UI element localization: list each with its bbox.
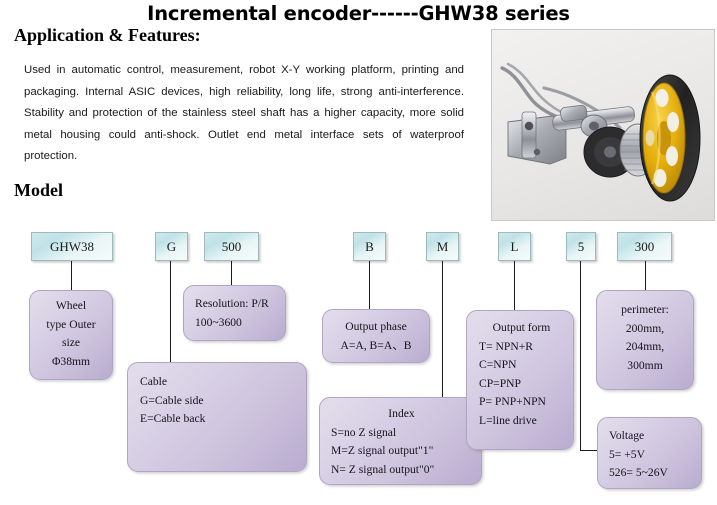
output-form-line-3: CP=PNP	[479, 376, 521, 390]
encoder-illustration	[500, 62, 701, 202]
voltage-line-3: 526= 5~26V	[609, 466, 668, 479]
resolution-line-2: 100~3600	[195, 315, 242, 329]
connector-g	[170, 261, 172, 372]
output-form-line-4: P= PNP+NPN	[479, 395, 546, 408]
desc-box-wheel-type: Wheel type Outer size Φ38mm	[29, 290, 113, 380]
index-line-3: N= Z signal output"0"	[331, 462, 435, 476]
code-box-5[interactable]: 5	[566, 232, 596, 261]
output-phase-line-1: A=A, B=A、B	[340, 338, 412, 352]
connector-b	[369, 261, 371, 311]
desc-box-output-form: Output form T= NPN+R C=NPN CP=PNP P= PNP…	[466, 310, 574, 450]
desc-box-voltage: Voltage 5= +5V 526= 5~26V	[597, 417, 702, 489]
connector-m	[442, 261, 444, 399]
perimeter-line-1: perimeter:	[621, 303, 669, 316]
model-code-diagram: GHW38 G 500 B M L 5 300 Wheel type Outer…	[0, 210, 717, 505]
connector-l	[514, 261, 516, 312]
desc-box-index: Index S=no Z signal M=Z signal output"1"…	[319, 397, 482, 485]
perimeter-line-3: 204mm,	[625, 340, 665, 353]
code-box-l[interactable]: L	[498, 232, 531, 261]
code-box-m[interactable]: M	[426, 232, 459, 261]
index-line-2: M=Z signal output"1"	[331, 444, 434, 457]
wheel-type-line-3: size	[61, 336, 81, 349]
code-box-ghw38[interactable]: GHW38	[31, 232, 113, 261]
output-form-line-2: C=NPN	[479, 358, 517, 371]
connector-500	[231, 261, 233, 290]
cable-line-2: G=Cable side	[140, 393, 204, 407]
cable-line-3: E=Cable back	[140, 412, 206, 425]
output-form-line-1: T= NPN+R	[479, 339, 533, 353]
perimeter-line-2: 200mm,	[625, 321, 665, 335]
application-features-paragraph: Used in automatic control, measurement, …	[24, 64, 464, 162]
connector-5-vertical	[580, 261, 582, 451]
output-form-line-5: L=line drive	[479, 413, 537, 427]
desc-box-cable: Cable G=Cable side E=Cable back	[127, 362, 307, 472]
code-box-b[interactable]: B	[353, 232, 386, 261]
output-phase-heading: Output phase	[345, 320, 407, 333]
voltage-line-1: Voltage	[609, 429, 645, 442]
perimeter-line-4: 300mm	[627, 358, 663, 372]
application-features-heading: Application & Features:	[14, 25, 201, 45]
code-box-g[interactable]: G	[155, 232, 188, 261]
code-box-300[interactable]: 300	[617, 232, 672, 261]
index-line-1: S=no Z signal	[331, 425, 397, 439]
wheel-type-line-4: Φ38mm	[51, 354, 91, 368]
index-heading: Index	[388, 407, 415, 420]
model-heading: Model	[14, 180, 63, 200]
output-form-heading: Output form	[492, 321, 551, 334]
product-photo	[491, 29, 715, 221]
page-title: Incremental encoder------GHW38 series	[147, 2, 570, 25]
desc-box-perimeter: perimeter: 200mm, 204mm, 300mm	[596, 290, 694, 390]
code-box-500[interactable]: 500	[204, 232, 259, 261]
connector-5-elbow	[580, 450, 603, 452]
desc-box-output-phase: Output phase A=A, B=A、B	[322, 309, 430, 363]
wheel-type-line-1: Wheel	[55, 299, 87, 312]
connector-ghw38	[71, 261, 73, 295]
resolution-line-1: Resolution: P/R	[195, 297, 269, 310]
wheel-type-line-2: type Outer	[46, 317, 96, 331]
cable-line-1: Cable	[140, 375, 168, 388]
desc-box-resolution: Resolution: P/R 100~3600	[183, 285, 286, 341]
connector-300	[645, 261, 647, 291]
voltage-line-2: 5= +5V	[609, 447, 645, 461]
